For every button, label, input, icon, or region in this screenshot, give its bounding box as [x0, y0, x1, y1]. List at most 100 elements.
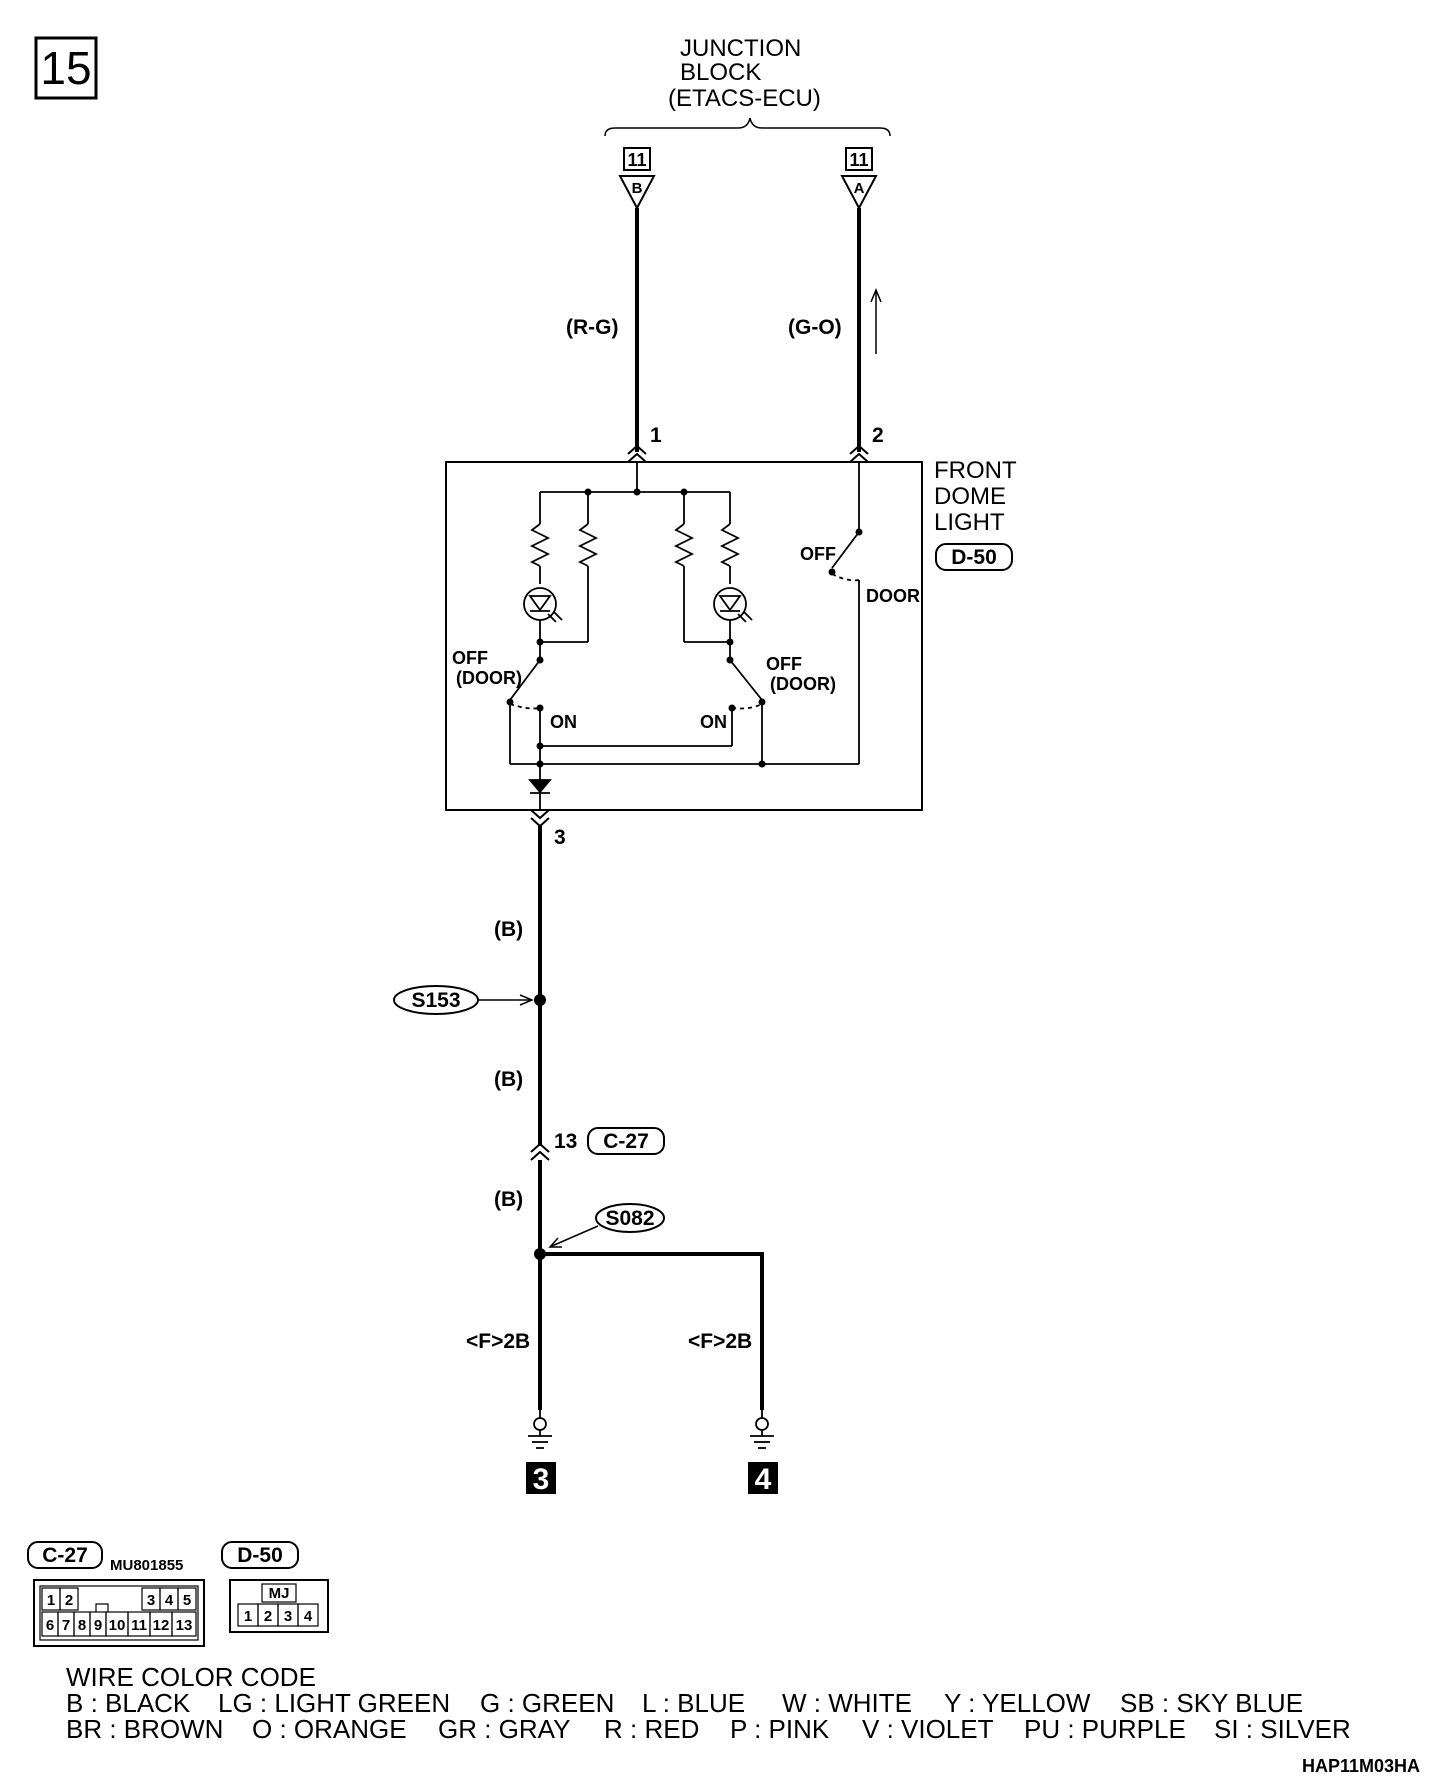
ground-right-icon: [750, 1410, 774, 1449]
c27-pin: 8: [78, 1617, 86, 1634]
right-switch-door: (DOOR): [770, 674, 836, 694]
c27-view-inner: [39, 1585, 199, 1641]
ground-right-number-box: [748, 1462, 778, 1494]
c27-pin: 11: [131, 1617, 147, 1634]
door-switch-door: DOOR: [866, 586, 920, 606]
pin-1-chevron: [627, 444, 647, 463]
wire-color-code-entry: SI : SILVER: [1214, 1714, 1351, 1744]
c27-pin-label: 13: [554, 1130, 577, 1153]
dome-light-junction-dots: [506, 488, 863, 768]
c27-view-badge: [27, 1541, 103, 1569]
c27-pin: 4: [165, 1592, 174, 1609]
c27-pin: 12: [153, 1617, 170, 1634]
d50-pin-row: 1 2 3 4: [237, 1603, 319, 1627]
front-dome-light-label-3: LIGHT: [934, 509, 1005, 536]
left-switch-door: (DOOR): [456, 668, 522, 688]
terminal-b-flag: [618, 175, 656, 211]
c27-row2: 6 7 8 9 10 11 12 13: [41, 1611, 197, 1637]
wire-color-code-entry: LG : LIGHT GREEN: [218, 1688, 450, 1718]
splice-s082-badge: [595, 1203, 665, 1233]
c27-part-number: MU801855: [110, 1557, 183, 1574]
splice-s153-dot: [534, 994, 546, 1006]
c27-badge-label: C-27: [603, 1130, 649, 1153]
ground-wire-left-label: <F>2B: [466, 1330, 530, 1353]
c27-pin: 7: [62, 1617, 70, 1634]
wire-color-code-title: WIRE COLOR CODE: [66, 1662, 316, 1692]
page-number: 15: [40, 42, 91, 94]
wire-r-g-label: (R-G): [566, 316, 618, 339]
junction-block-brace: [604, 117, 891, 137]
terminal-a-flag: [840, 175, 878, 211]
c27-view-body: [33, 1579, 205, 1647]
wire-color-code-entry: O : ORANGE: [252, 1714, 407, 1744]
c27-chevron: [530, 1142, 550, 1161]
pin-3-chevron: [530, 809, 550, 828]
front-dome-light-label-2: DOME: [934, 483, 1006, 510]
ground-right-number: 4: [755, 1463, 772, 1496]
door-switch-off: OFF: [800, 544, 836, 564]
c27-pin: 2: [65, 1592, 73, 1609]
right-switch-on: ON: [700, 712, 727, 732]
terminal-b-connector-box: [623, 147, 651, 171]
d50-pin: 3: [284, 1608, 292, 1625]
wire-color-code-entry: P : PINK: [730, 1714, 830, 1744]
wire-b-label-2: (B): [494, 1068, 523, 1091]
wire-color-code-entry: Y : YELLOW: [944, 1688, 1091, 1718]
junction-block-label-3: (ETACS-ECU): [668, 85, 821, 112]
d50-view-label: D-50: [237, 1544, 283, 1567]
ground-left-number: 3: [533, 1463, 550, 1496]
left-switch-off: OFF: [452, 648, 488, 668]
pin-3-label: 3: [554, 826, 566, 849]
pin-1-label: 1: [650, 424, 662, 447]
wire-b-label-1: (B): [494, 918, 523, 941]
terminal-b-pin: B: [632, 180, 643, 197]
d50-badge-label: D-50: [951, 546, 997, 569]
right-switch-off: OFF: [766, 654, 802, 674]
d50-pin: 1: [244, 1608, 252, 1625]
splice-s082-label: S082: [605, 1207, 654, 1230]
junction-block-label-1: JUNCTION: [680, 35, 801, 62]
c27-lock-tab: [95, 1603, 109, 1612]
front-dome-light-label-1: FRONT: [934, 457, 1017, 484]
wire-color-code-entry: L : BLUE: [642, 1688, 745, 1718]
d50-view-body: [229, 1579, 329, 1633]
ground-branch-right: [540, 1252, 764, 1410]
wire-color-code-entry: V : VIOLET: [862, 1714, 994, 1744]
wire-b-label-3: (B): [494, 1188, 523, 1211]
front-dome-light-box: [445, 461, 923, 811]
page-number-box: [34, 36, 98, 100]
c27-pin: 5: [183, 1592, 191, 1609]
pin-2-chevron: [849, 444, 869, 463]
c27-badge: [587, 1127, 665, 1155]
splice-s153-arrow-head: [519, 994, 534, 1006]
splice-s082-arrow: [551, 1225, 599, 1247]
d50-view-tab: [261, 1583, 297, 1603]
wire-g-o-label: (G-O): [788, 316, 842, 339]
terminal-a-pin: A: [854, 180, 865, 197]
left-switch-on: ON: [550, 712, 577, 732]
c27-pin: 10: [109, 1617, 126, 1634]
terminal-b-connector: 11: [627, 150, 646, 170]
ground-left-number-box: [526, 1462, 556, 1494]
current-arrow-head: [870, 288, 882, 303]
d50-view-tab-label: MJ: [269, 1585, 290, 1602]
splice-s153-label: S153: [411, 989, 460, 1012]
wire-color-code-entry: B : BLACK: [66, 1688, 191, 1718]
c27-row1: 1 2 3 4 5: [41, 1587, 197, 1611]
wire-color-code-entry: PU : PURPLE: [1024, 1714, 1186, 1744]
c27-pin: 1: [47, 1592, 55, 1609]
junction-block-label-2: BLOCK: [680, 59, 761, 86]
ground-left-icon: [528, 1410, 552, 1449]
wire-color-code-entry: R : RED: [604, 1714, 699, 1744]
d50-pin: 2: [264, 1608, 272, 1625]
d50-pin: 4: [304, 1608, 313, 1625]
ground-wire-right-label: <F>2B: [688, 1330, 752, 1353]
wire-color-code-entry: GR : GRAY: [438, 1714, 570, 1744]
c27-pin: 3: [147, 1592, 155, 1609]
pin-2-label: 2: [872, 424, 884, 447]
splice-s082-arrow-head: [548, 1237, 562, 1248]
c27-pin: 9: [94, 1617, 102, 1634]
wire-color-code-entry: G : GREEN: [480, 1688, 614, 1718]
c27-pin: 13: [176, 1617, 193, 1634]
